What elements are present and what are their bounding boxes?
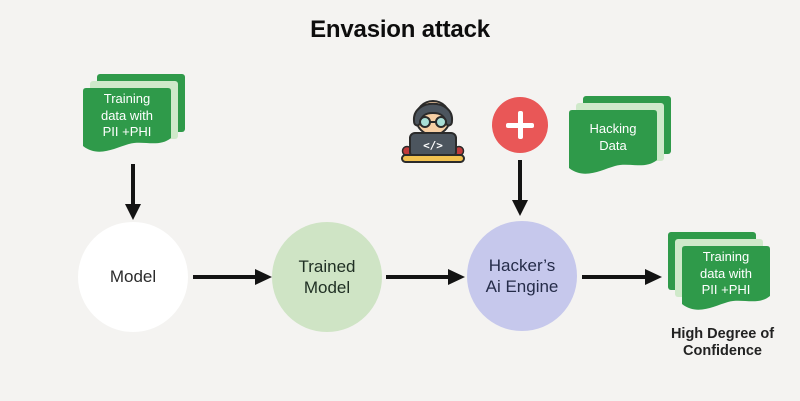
document-label: Hacking Data — [589, 121, 637, 153]
hackers-ai-engine-label: Hacker’s Ai Engine — [485, 255, 559, 296]
high-confidence-caption: High Degree of Confidence — [670, 326, 775, 360]
arrow-plus-to-hackers — [512, 160, 528, 216]
arrow-trained-to-hackers — [386, 269, 465, 285]
training-data-document-left: Training data with PII +PHI — [83, 74, 187, 176]
hackers-ai-engine-node: Hacker’s Ai Engine — [467, 221, 577, 331]
document-label: Training data with PII +PHI — [100, 90, 154, 140]
model-label: Model — [109, 267, 157, 287]
hacker-at-laptop-icon: </> — [401, 100, 465, 163]
laptop-code-glyph: </> — [423, 139, 443, 152]
stacked-document-icon — [668, 232, 770, 310]
document-label: Training data with PII +PHI — [699, 248, 753, 298]
model-node: Model — [78, 222, 188, 332]
plus-bar-vertical — [517, 111, 523, 139]
plus-icon — [492, 97, 548, 153]
arrow-hackers-to-output — [582, 269, 662, 285]
trained-model-label: Trained Model — [298, 256, 356, 297]
arrow-doc-to-model — [125, 164, 141, 220]
trained-model-node: Trained Model — [272, 222, 382, 332]
diagram-title: Envasion attack — [310, 16, 490, 43]
arrow-model-to-trained — [193, 269, 272, 285]
stacked-document-icon — [569, 96, 671, 174]
stacked-document-icon — [83, 74, 185, 152]
hacking-data-document: Hacking Data — [569, 96, 673, 198]
training-data-document-right: Training data with PII +PHI — [668, 232, 772, 334]
